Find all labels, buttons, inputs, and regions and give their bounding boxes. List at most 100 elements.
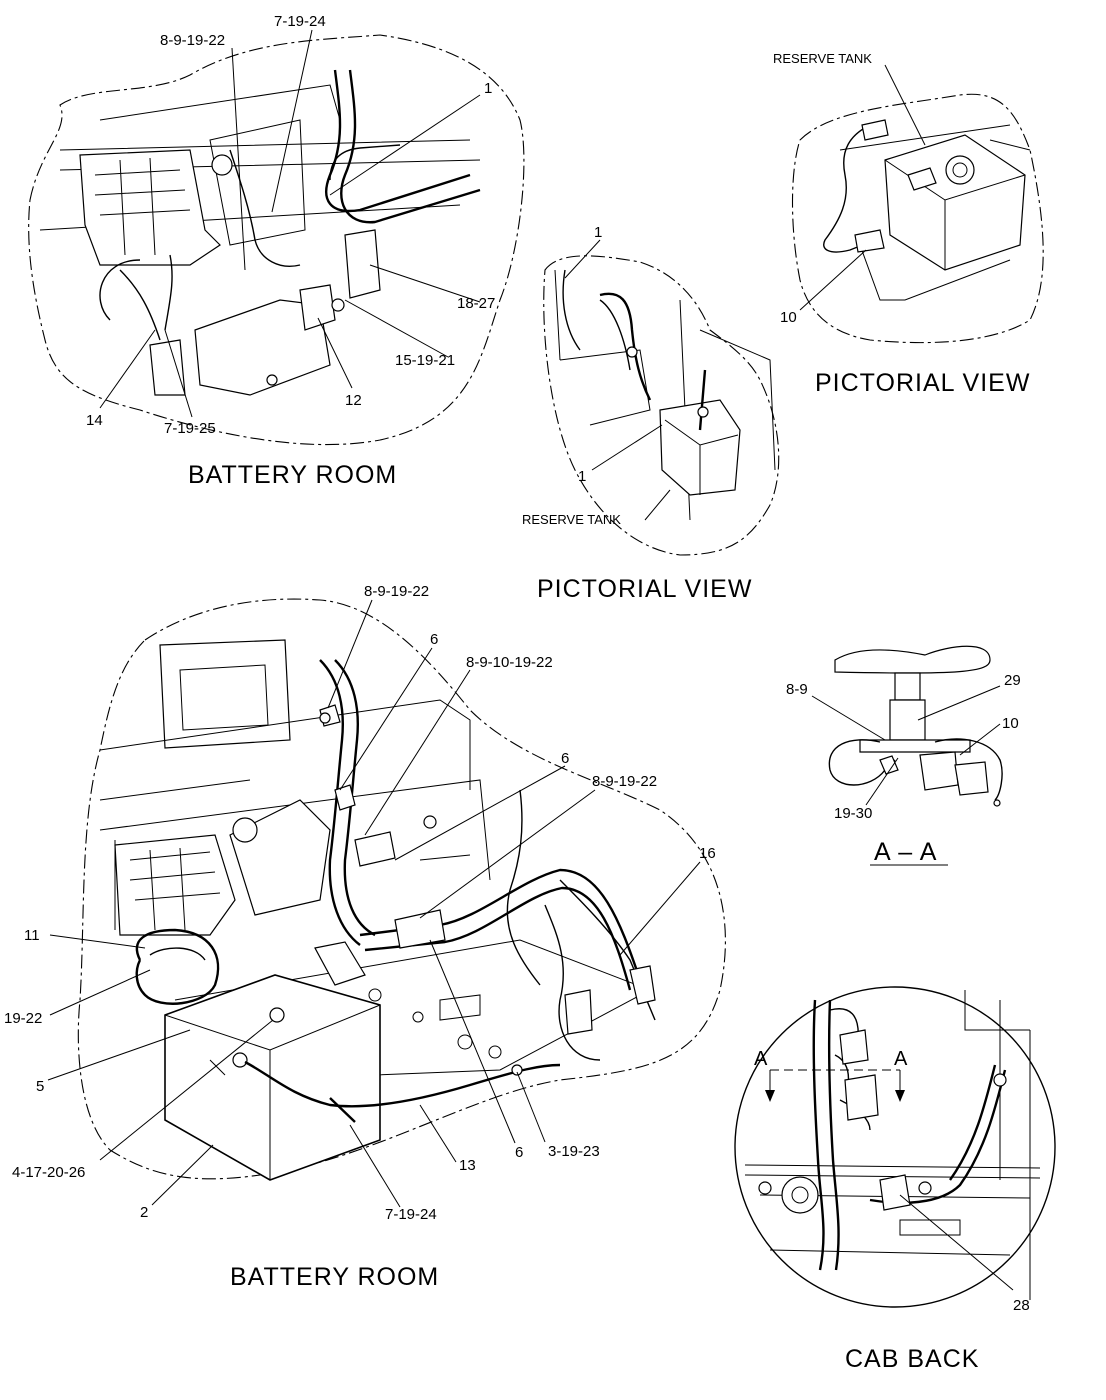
callout-28: 28: [1013, 1297, 1030, 1314]
callout-3-19-23: 3-19-23: [548, 1143, 600, 1160]
seat-post: [894, 672, 921, 701]
terminal-stud-3: [266, 374, 278, 386]
callout-1-top: 1: [484, 80, 492, 97]
pictorial-right-boundary: [791, 93, 1044, 344]
module-box: [79, 149, 221, 266]
title-pictorial-view-right: PICTORIAL VIEW: [815, 369, 1030, 397]
callout-1-center-top: 1: [594, 224, 602, 241]
clip-2: [511, 1064, 523, 1076]
connector-2: [334, 784, 356, 811]
cab-connector-1: [839, 1029, 869, 1065]
callout-7-19-24-top: 7-19-24: [274, 13, 326, 30]
rt-tank-body: [884, 134, 1026, 271]
connector-6: [629, 965, 656, 1005]
pictorial-center-boundary: [543, 255, 780, 556]
callout-10-top-right: 10: [780, 309, 797, 326]
callout-2: 2: [140, 1204, 148, 1221]
loop-harness: [135, 928, 220, 1005]
rt-cap-2: [907, 167, 937, 191]
cab-connector-2: [844, 1074, 879, 1121]
right-harness: [506, 789, 601, 1061]
floor-hole-4: [488, 1045, 502, 1059]
callout-19-22: 19-22: [4, 1010, 42, 1027]
pictorial-view-center: [543, 239, 780, 556]
seat-cushion: [834, 645, 991, 674]
callout-13: 13: [459, 1157, 476, 1174]
loop-harness-2: [149, 947, 206, 961]
callout-12: 12: [345, 392, 362, 409]
rt-cap: [945, 155, 975, 185]
main-hose-horizontal: [359, 868, 642, 981]
bracket-plate: [859, 739, 971, 753]
top-left-leaders: [99, 29, 481, 418]
cab-curved-hose-2: [949, 1064, 997, 1181]
battery-edges: [164, 1004, 381, 1180]
title-battery-room-bottom: BATTERY ROOM: [230, 1263, 439, 1291]
callout-7-19-25: 7-19-25: [164, 420, 216, 437]
harness-b: [229, 144, 401, 267]
cab-bolt-3: [993, 1073, 1007, 1087]
battery-room-main-view: [47, 598, 726, 1208]
section-pin: [993, 799, 1001, 807]
battery-cable-2: [329, 1097, 356, 1123]
callout-1-center-bottom: 1: [578, 468, 586, 485]
callout-4-17-20-26: 4-17-20-26: [12, 1164, 85, 1181]
battery-terminal: [269, 1007, 285, 1023]
battery-body: [194, 299, 331, 396]
label-reserve-tank-center: RESERVE TANK: [522, 512, 621, 527]
cab-wall: [554, 269, 776, 521]
cab-back-view: [734, 986, 1056, 1308]
main-hose-vertical: [319, 659, 361, 946]
clip-1: [319, 712, 331, 724]
callout-10-section: 10: [1002, 715, 1019, 732]
rt-connector: [861, 119, 889, 141]
module-box-detail: [94, 157, 191, 256]
connector-5: [314, 941, 366, 986]
rt-cap-inner: [952, 162, 968, 178]
callout-18-27: 18-27: [457, 295, 495, 312]
section-wire-loop: [828, 739, 896, 786]
label-reserve-tank-right: RESERVE TANK: [773, 51, 872, 66]
seat-post-lower: [889, 699, 926, 741]
pipe-lower: [340, 69, 481, 224]
callout-8-9-19-22-top: 8-9-19-22: [160, 32, 225, 49]
cab-back-boundary: [734, 986, 1056, 1308]
callout-8-9-19-22-b: 8-9-19-22: [592, 773, 657, 790]
center-clip-2: [697, 406, 709, 418]
main-hose-horizontal-2: [364, 886, 632, 991]
reservoir-box: [229, 799, 331, 916]
connector-4: [394, 909, 446, 949]
title-pictorial-view-center: PICTORIAL VIEW: [537, 575, 752, 603]
callout-16: 16: [699, 845, 716, 862]
ecu-box: [159, 639, 291, 749]
pictorial-view-right: [791, 64, 1044, 344]
floor-hole-2: [412, 1011, 424, 1023]
pump-detail: [129, 847, 221, 931]
callout-6-c: 6: [515, 1144, 523, 1161]
callout-29: 29: [1004, 672, 1021, 689]
section-wire: [934, 738, 1003, 801]
callout-19-30: 19-30: [834, 805, 872, 822]
terminal-stud-2: [331, 298, 345, 312]
battery-cable: [244, 1060, 561, 1108]
connector-7: [564, 989, 593, 1035]
section-plug: [879, 755, 899, 775]
title-cab-back: CAB BACK: [845, 1345, 979, 1373]
cab-frame: [744, 990, 1041, 1300]
cab-connector-3: [879, 1174, 911, 1211]
title-section-aa: A – A: [874, 838, 937, 866]
section-marker-right: A: [894, 1048, 908, 1070]
terminal-stud: [211, 154, 233, 176]
title-battery-room-top: BATTERY ROOM: [188, 461, 397, 489]
clamp: [299, 284, 336, 331]
cab-bolt-2: [918, 1181, 932, 1195]
rt-connector-2: [854, 229, 885, 253]
floor-hole-3: [457, 1034, 473, 1050]
cab-grommet-inner: [791, 1186, 809, 1204]
cab-vertical-hose-2: [828, 999, 840, 1271]
center-wire: [562, 269, 631, 371]
section-arrowhead-left: [765, 1090, 775, 1102]
callout-8-9: 8-9: [786, 681, 808, 698]
callout-7-19-24-bottom: 7-19-24: [385, 1206, 437, 1223]
